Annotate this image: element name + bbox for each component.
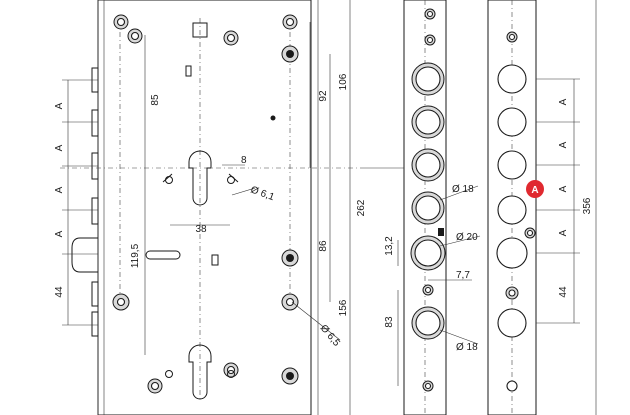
dim-label-86: 86 <box>318 240 329 252</box>
marker-badge-icon: A <box>526 180 544 198</box>
dim-label-7-7: 7,7 <box>456 270 470 281</box>
dim-label-phi-20: Ø 20 <box>456 232 478 243</box>
dim-label-92: 92 <box>318 90 329 102</box>
left-faceplate-tabs <box>71 67 99 337</box>
faceplate-outline <box>487 0 537 415</box>
dim-label-A-1: A <box>558 98 569 105</box>
screw-icon <box>422 8 436 392</box>
dim-label-119-5: 119,5 <box>130 243 141 268</box>
dim-label-85: 85 <box>150 94 161 106</box>
front-view: A A A A 44 85 119,5 38 8 Ø 6,1 92 106 26… <box>54 0 367 415</box>
side-dimension-lines <box>360 167 481 386</box>
dim-label-13-2: 13,2 <box>384 236 395 256</box>
dim-label-8: 8 <box>241 155 247 166</box>
left-dimension-lines <box>62 0 351 415</box>
marker-badge <box>526 180 544 198</box>
dim-label-106: 106 <box>338 73 349 90</box>
dim-label-262: 262 <box>356 199 367 216</box>
dim-label-156: 156 <box>338 299 349 316</box>
marker-badge-label: A <box>531 185 538 196</box>
dim-label-phi-6-5: Ø 6,5 <box>318 323 342 349</box>
dim-label-44: 44 <box>558 286 569 298</box>
dim-label-phi-18-top: Ø 18 <box>452 184 474 195</box>
bolt-hole-icon <box>410 62 446 340</box>
dim-label-A-3: A <box>54 186 65 193</box>
bolt-bar-outline <box>403 0 447 415</box>
keyhole-icon <box>162 150 239 206</box>
bolt-hole-icon <box>496 64 528 338</box>
lock-body-outline <box>97 0 312 415</box>
lock-body-inner-edge <box>97 0 105 415</box>
dim-label-38: 38 <box>195 224 207 235</box>
screw-icon <box>505 31 536 392</box>
dim-label-A-2: A <box>54 144 65 151</box>
dim-label-phi-18-bottom: Ø 18 <box>456 342 478 353</box>
screw-icon <box>112 14 299 394</box>
dim-label-83: 83 <box>384 316 395 328</box>
keyhole-icon <box>165 344 235 400</box>
dim-label-A-1: A <box>54 102 65 109</box>
dim-label-A-2: A <box>558 141 569 148</box>
dim-label-356: 356 <box>582 197 593 214</box>
faceplate-view: A A A A 44 356 A <box>487 0 597 415</box>
dim-label-44-left: 44 <box>54 286 65 298</box>
dim-label-A-4: A <box>558 229 569 236</box>
dim-label-A-4: A <box>54 230 65 237</box>
side-view: Ø 18 Ø 20 13,2 7,7 83 Ø 18 <box>360 0 481 415</box>
faceplate-dimension-lines <box>536 0 597 415</box>
dim-label-phi-6-1: Ø 6,1 <box>249 184 276 203</box>
dim-label-A-3: A <box>558 185 569 192</box>
